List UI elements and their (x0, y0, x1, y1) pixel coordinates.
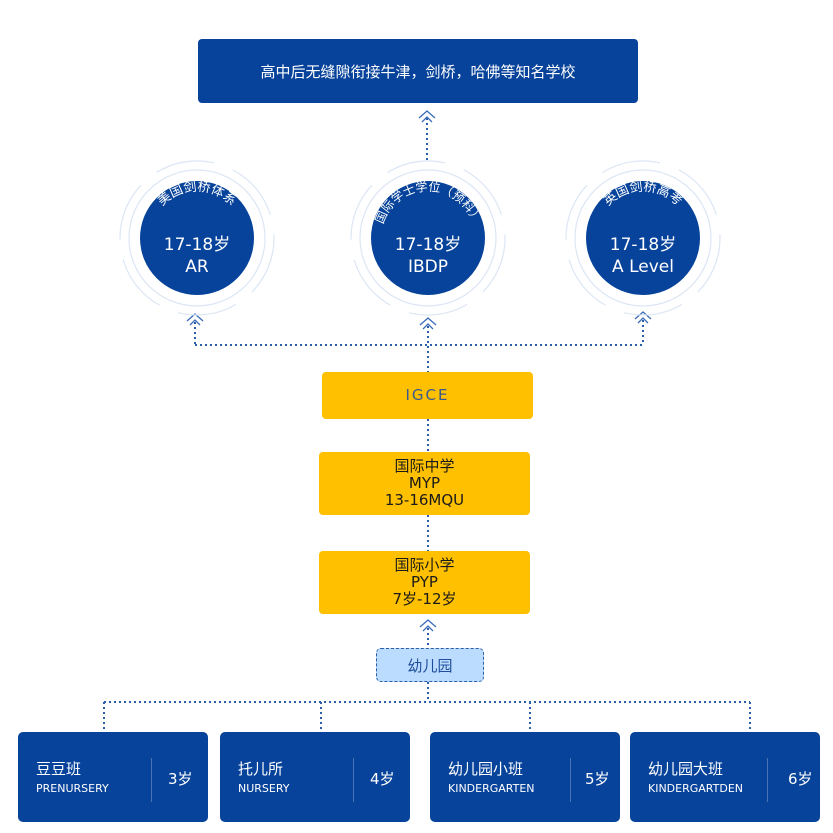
circle-ar (140, 181, 254, 295)
circle-code: AR (185, 257, 209, 277)
card-kindergarten-big: 幼儿园大班 KINDERGARTDEN 6岁 (630, 732, 820, 822)
circle-age: 17-18岁 (610, 235, 676, 255)
primary-school-box: 国际小学 PYP 7岁-12岁 (319, 551, 530, 614)
igce-box: IGCE (322, 372, 533, 419)
kindergarten-box: 幼儿园 (376, 648, 484, 682)
card-nursery: 托儿所 NURSERY 4岁 (220, 732, 410, 822)
primary-program: PYP (411, 573, 438, 591)
arrow-up-icon (419, 619, 437, 632)
circle-ibdp (371, 181, 485, 295)
card-subtitle: KINDERGARTDEN (648, 782, 744, 795)
card-title: 幼儿园小班 (448, 760, 524, 778)
primary-title: 国际小学 (394, 556, 455, 574)
circle-alevel (586, 181, 700, 295)
circle-code: A Level (612, 257, 674, 277)
middle-school-box: 国际中学 MYP 13-16MQU (319, 452, 530, 515)
arrow-up-icon (418, 110, 436, 123)
card-age: 4岁 (370, 770, 395, 788)
card-divider (353, 758, 354, 802)
card-age: 3岁 (168, 770, 193, 788)
primary-age: 7岁-12岁 (392, 590, 457, 608)
card-subtitle: NURSERY (238, 782, 290, 795)
circle-code: IBDP (408, 257, 448, 277)
card-title: 托儿所 (238, 760, 284, 778)
card-title: 豆豆班 (36, 760, 82, 778)
card-age: 6岁 (788, 770, 813, 788)
card-kindergarten-small: 幼儿园小班 KINDERGARTEN 5岁 (430, 732, 620, 822)
card-divider (151, 758, 152, 802)
middle-title: 国际中学 (394, 457, 455, 475)
arrow-up-icon (634, 311, 652, 324)
card-prenursery: 豆豆班 PRENURSERY 3岁 (18, 732, 208, 822)
circle-age: 17-18岁 (164, 235, 230, 255)
card-divider (570, 758, 571, 802)
middle-age: 13-16MQU (384, 491, 465, 509)
arrow-up-icon (186, 313, 204, 326)
card-subtitle: PRENURSERY (36, 782, 109, 795)
circle-age: 17-18岁 (395, 235, 461, 255)
arrow-up-icons (186, 110, 652, 632)
card-divider (767, 758, 768, 802)
card-subtitle: KINDERGARTEN (448, 782, 535, 795)
middle-program: MYP (408, 474, 441, 492)
card-age: 5岁 (585, 770, 610, 788)
arrow-up-icon (419, 317, 437, 330)
card-title: 幼儿园大班 (648, 760, 724, 778)
top-box: 高中后无缝隙衔接牛津，剑桥，哈佛等知名学校 (198, 39, 638, 103)
